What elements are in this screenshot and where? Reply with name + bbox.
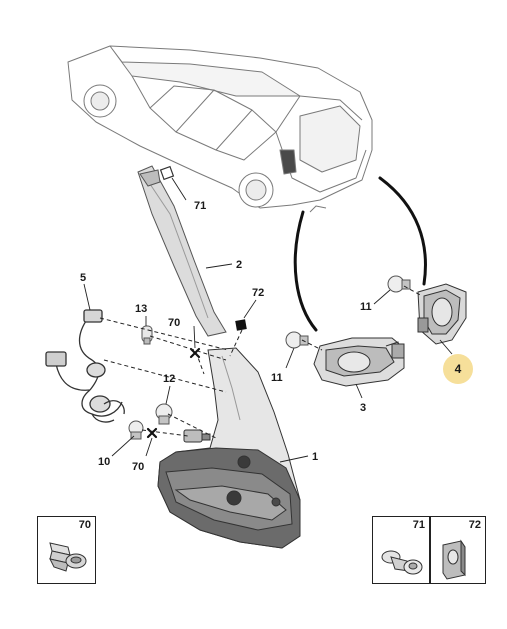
lamp-unit-part-4 [417, 283, 467, 345]
callout-72-mid: 72 [252, 287, 265, 299]
trim-strip-part-2 [137, 165, 227, 337]
lamp-unit-part-3 [313, 337, 405, 387]
callout-70-mid: 70 [168, 317, 181, 329]
callout-10: 10 [98, 456, 111, 468]
bulb-part-12 [155, 403, 173, 425]
clip-part-72 [235, 319, 247, 331]
callout-1: 1 [312, 451, 319, 463]
callout-leaders [83, 177, 453, 463]
callout-5: 5 [80, 272, 87, 284]
legend-box-71: 71 [372, 516, 430, 584]
legend-label-72: 72 [468, 519, 481, 531]
callout-11-left: 11 [271, 372, 283, 384]
callout-11-right: 11 [360, 301, 372, 313]
bulb-part-10 [128, 420, 144, 440]
callout-71-top: 71 [194, 200, 207, 212]
legend-label-70: 70 [78, 519, 91, 531]
legend-box-70: 70 [37, 516, 96, 584]
car-outline [67, 45, 373, 213]
bulb-part-11-upper [387, 275, 411, 293]
marker-part-71 [159, 165, 175, 181]
nut-clip-icon [442, 539, 466, 580]
callout-13: 13 [135, 303, 148, 315]
legend-box-72: 72 [430, 516, 486, 584]
screw-icon [49, 542, 87, 572]
assembly-dashed-lines [99, 285, 423, 439]
callout-70-low: 70 [132, 461, 145, 473]
legend-label-71: 71 [412, 519, 425, 531]
callout-12: 12 [163, 373, 176, 385]
lamp-socket [183, 429, 211, 443]
callout-2: 2 [236, 259, 243, 271]
rear-lamp-part-1 [157, 347, 301, 549]
bulb-part-11-lower [285, 331, 309, 349]
callout-3: 3 [360, 402, 367, 414]
push-clip-icon [381, 550, 423, 575]
reference-arcs [293, 176, 427, 332]
callout-4-highlight: 4 [443, 354, 473, 384]
fastener-markers-70 [146, 347, 201, 439]
wiring-harness-part-5 [45, 309, 125, 423]
